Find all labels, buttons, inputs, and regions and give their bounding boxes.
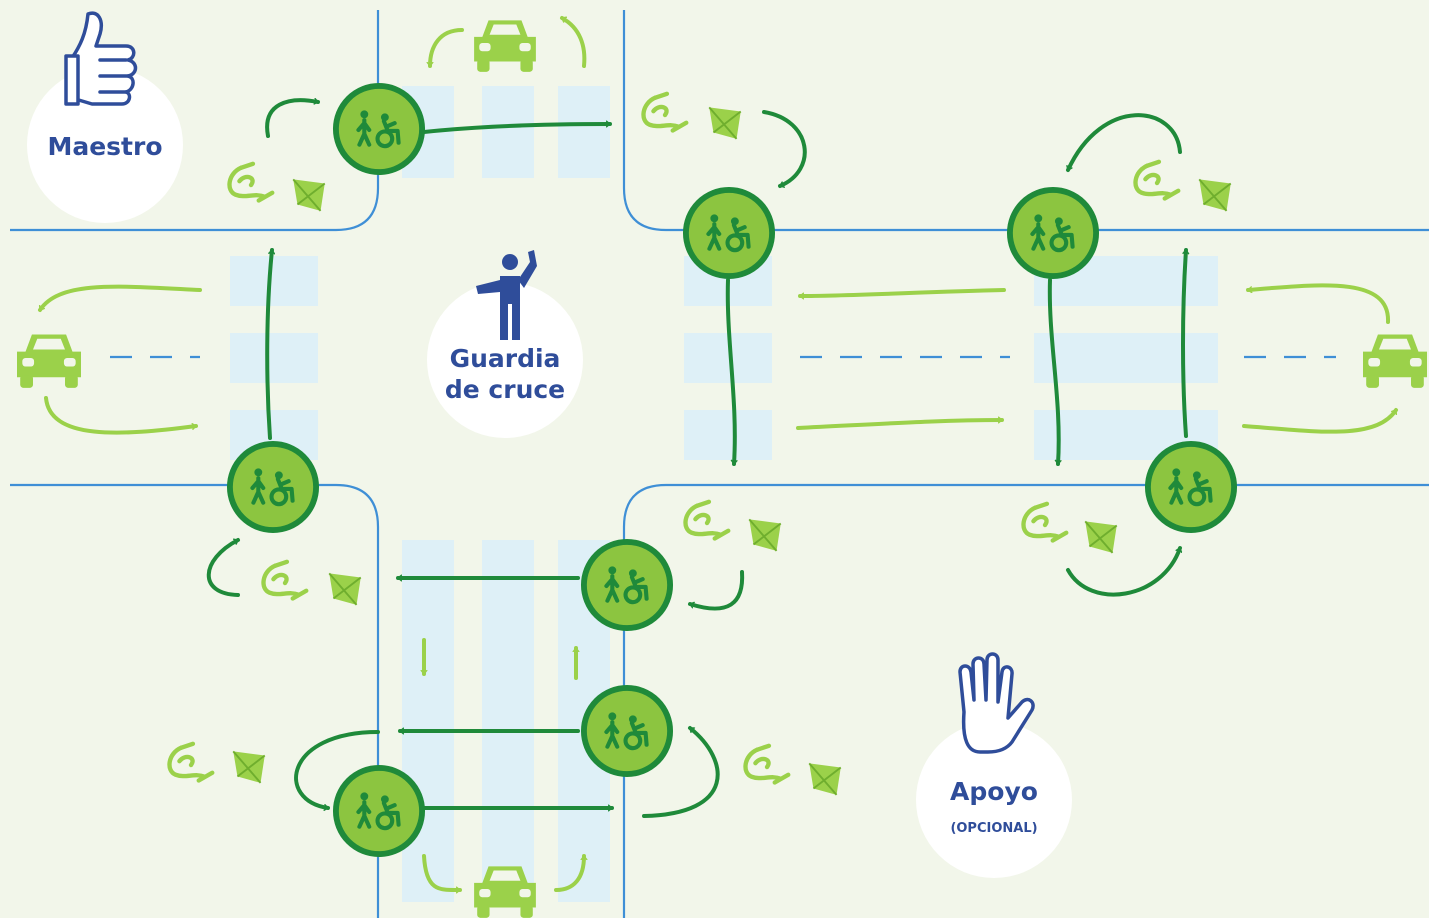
- jump-rope-icon: [1023, 504, 1066, 541]
- crosswalk-east-far: [1034, 256, 1218, 460]
- kite-icon: [292, 178, 326, 212]
- guard-label-line1: Guardia: [450, 344, 561, 373]
- guard-label-line2: de cruce: [445, 375, 565, 404]
- support-label: Apoyo: [950, 777, 1038, 806]
- pedestrian-wheelchair-icon: [1010, 190, 1096, 276]
- crosswalk-south: [402, 540, 610, 902]
- pedestrian-wheelchair-icon: [336, 86, 422, 172]
- jump-rope-icon: [685, 502, 728, 539]
- kite-icon: [708, 106, 742, 140]
- pedestrian-wheelchair-icon: [584, 542, 670, 628]
- car-icon: [474, 20, 536, 72]
- crosswalk-north: [402, 86, 610, 178]
- kite-icon: [328, 572, 362, 606]
- jump-rope-icon: [1135, 162, 1178, 199]
- crosswalk-west: [230, 256, 318, 460]
- jump-rope-icon: [745, 746, 788, 783]
- kite-icon: [232, 750, 266, 784]
- kite-icon: [808, 762, 842, 796]
- kite-icon: [1084, 520, 1118, 554]
- jump-rope-icon: [643, 94, 686, 131]
- pedestrian-wheelchair-icon: [336, 768, 422, 854]
- jump-rope-icon: [263, 562, 306, 599]
- stop-hand-icon: [958, 652, 1035, 754]
- pedestrian-wheelchair-icon: [686, 190, 772, 276]
- guard-badge: Guardia de cruce: [427, 282, 583, 438]
- car-icon: [1363, 334, 1427, 388]
- teacher-label: Maestro: [47, 132, 162, 161]
- jump-rope-icon: [229, 164, 272, 201]
- kite-icon: [1198, 178, 1232, 212]
- teacher-badge: Maestro: [27, 67, 183, 223]
- pedestrian-paths: [206, 97, 1190, 818]
- kite-icon: [748, 518, 782, 552]
- pedestrian-wheelchair-icon: [230, 444, 316, 530]
- crossing-guard-icon: [476, 250, 537, 340]
- thumbs-up-icon: [64, 11, 138, 106]
- pedestrian-wheelchair-icon: [584, 688, 670, 774]
- road-lines: [10, 10, 1429, 918]
- car-icon: [17, 334, 81, 388]
- vehicle-arrows: [38, 16, 1398, 894]
- support-note: (OPCIONAL): [950, 821, 1037, 836]
- jump-rope-icon: [169, 744, 212, 781]
- pedestrian-wheelchair-icon: [1148, 444, 1234, 530]
- support-badge: Apoyo (OPCIONAL): [916, 722, 1072, 878]
